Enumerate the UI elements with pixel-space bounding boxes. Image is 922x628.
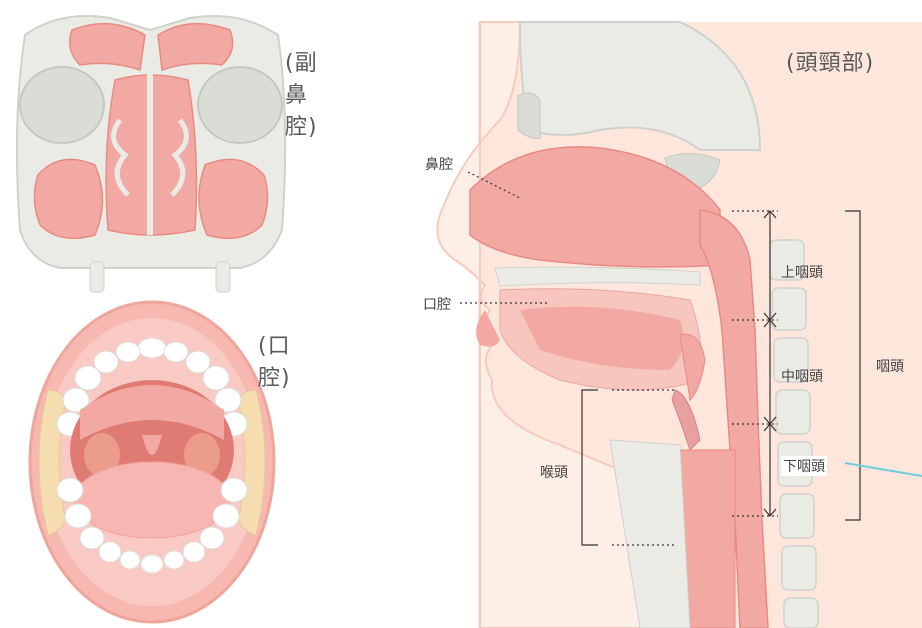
label-pharynx: 咽頭 — [876, 356, 904, 376]
label-mesopharynx: 中咽頭 — [781, 366, 823, 386]
label-oral-cavity: 口腔 — [423, 294, 451, 314]
head-neck-caption: (頭頸部) — [786, 45, 874, 77]
label-larynx: 喉頭 — [540, 462, 568, 482]
label-epipharynx: 上咽頭 — [781, 262, 823, 282]
label-nasal-cavity: 鼻腔 — [425, 154, 453, 174]
label-hypopharynx: 下咽頭 — [781, 456, 827, 476]
hard-palate — [495, 267, 700, 286]
frontal-sinus — [518, 93, 540, 139]
